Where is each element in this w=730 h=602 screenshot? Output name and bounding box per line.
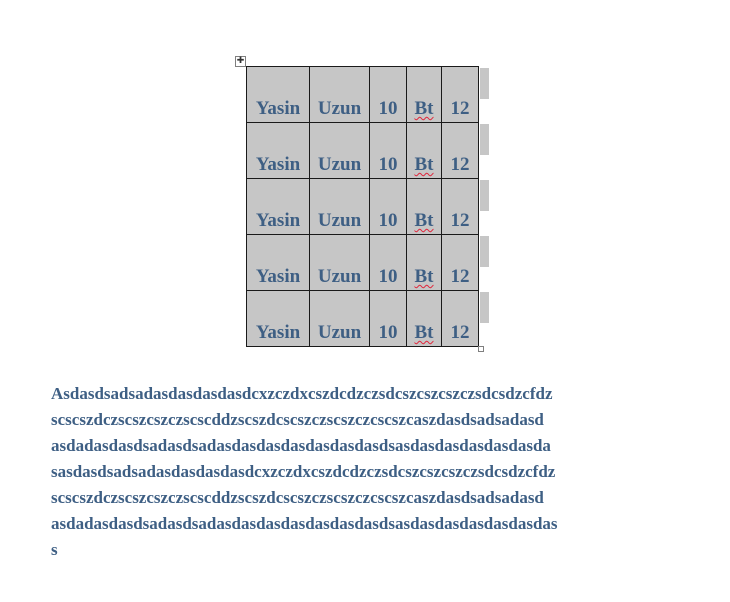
table-cell[interactable]: Uzun <box>309 122 370 179</box>
table-row: Yasin Uzun 10 Bt 12 <box>246 122 479 179</box>
table-cell[interactable]: 10 <box>369 290 407 347</box>
table-cell[interactable]: Yasin <box>246 178 310 235</box>
paragraph-line: Asdasdsadsadasdasdasdasdcxzczdxcszdcdzcz… <box>51 384 553 403</box>
cell-text: Yasin <box>255 322 301 343</box>
table-cell[interactable]: 10 <box>369 234 407 291</box>
table-cell[interactable]: Yasin <box>246 66 310 123</box>
cell-text: Uzun <box>317 210 362 231</box>
table-cell[interactable]: Uzun <box>309 178 370 235</box>
table-cell[interactable]: 10 <box>369 66 407 123</box>
cell-text: Uzun <box>317 98 362 119</box>
table-cell[interactable]: 12 <box>441 178 479 235</box>
table-cell[interactable]: Bt <box>406 178 442 235</box>
paragraph-line: asdadasdasdsadasdsadasdasdasdasdasdasdas… <box>51 514 558 533</box>
table-cell[interactable]: Bt <box>406 234 442 291</box>
table-cell[interactable]: Uzun <box>309 290 370 347</box>
cell-text: Bt <box>414 210 434 231</box>
paragraph-line: scscszdczscszcszczscscddzscszdcscszczscs… <box>51 488 544 507</box>
paragraph-line: asdadasdasdsadasdsadasdasdasdasdasdasdas… <box>51 436 551 455</box>
paragraph-line: scscszdczscszcszczscscddzscszdcscszczscs… <box>51 410 544 429</box>
cell-text: Yasin <box>255 210 301 231</box>
cell-text: Uzun <box>317 266 362 287</box>
table-cell[interactable]: Yasin <box>246 290 310 347</box>
cell-text: Bt <box>414 98 434 119</box>
cell-text: 10 <box>378 266 398 287</box>
table-cell[interactable]: 10 <box>369 122 407 179</box>
cell-text: 12 <box>450 154 470 175</box>
table-cell[interactable]: 12 <box>441 234 479 291</box>
table-cell[interactable]: Yasin <box>246 234 310 291</box>
table-row: Yasin Uzun 10 Bt 12 <box>246 66 479 123</box>
cell-text: 10 <box>378 98 398 119</box>
cell-text: 10 <box>378 210 398 231</box>
table-cell[interactable]: 12 <box>441 290 479 347</box>
cell-text: 12 <box>450 210 470 231</box>
cell-text: Bt <box>414 154 434 175</box>
table-row: Yasin Uzun 10 Bt 12 <box>246 178 479 235</box>
paragraph-line: s <box>51 540 58 559</box>
paragraph-line: sasdasdsadsadasdasdasdasdcxzczdxcszdcdzc… <box>51 462 556 481</box>
cell-text: Uzun <box>317 154 362 175</box>
row-end-marker <box>480 180 489 211</box>
row-end-marker <box>480 124 489 155</box>
body-paragraph[interactable]: Asdasdsadsadasdasdasdasdcxzczdxcszdcdzcz… <box>51 381 691 563</box>
cell-text: 12 <box>450 98 470 119</box>
cell-text: 10 <box>378 154 398 175</box>
table-cell[interactable]: Bt <box>406 122 442 179</box>
table-cell[interactable]: Bt <box>406 290 442 347</box>
cell-text: Bt <box>414 266 434 287</box>
cell-text: Yasin <box>255 154 301 175</box>
cell-text: Yasin <box>255 266 301 287</box>
table-cell[interactable]: Bt <box>406 66 442 123</box>
table-cell[interactable]: 12 <box>441 122 479 179</box>
table-row: Yasin Uzun 10 Bt 12 <box>246 290 479 347</box>
table-cell[interactable]: Yasin <box>246 122 310 179</box>
table-cell[interactable]: Uzun <box>309 234 370 291</box>
cell-text: Uzun <box>317 322 362 343</box>
table-move-icon[interactable]: ✚ <box>235 56 246 67</box>
row-end-marker <box>480 292 489 323</box>
table-resize-icon[interactable] <box>478 346 484 352</box>
table-row: Yasin Uzun 10 Bt 12 <box>246 234 479 291</box>
table-cell[interactable]: Uzun <box>309 66 370 123</box>
cell-text: Bt <box>414 322 434 343</box>
row-end-marker <box>480 68 489 99</box>
table-cell[interactable]: 10 <box>369 178 407 235</box>
cell-text: Yasin <box>255 98 301 119</box>
cell-text: 12 <box>450 322 470 343</box>
cell-text: 10 <box>378 322 398 343</box>
data-table: Yasin Uzun 10 Bt 12 Yasin Uzun 10 Bt 12 … <box>246 66 479 347</box>
table-cell[interactable]: 12 <box>441 66 479 123</box>
row-end-marker <box>480 236 489 267</box>
cell-text: 12 <box>450 266 470 287</box>
